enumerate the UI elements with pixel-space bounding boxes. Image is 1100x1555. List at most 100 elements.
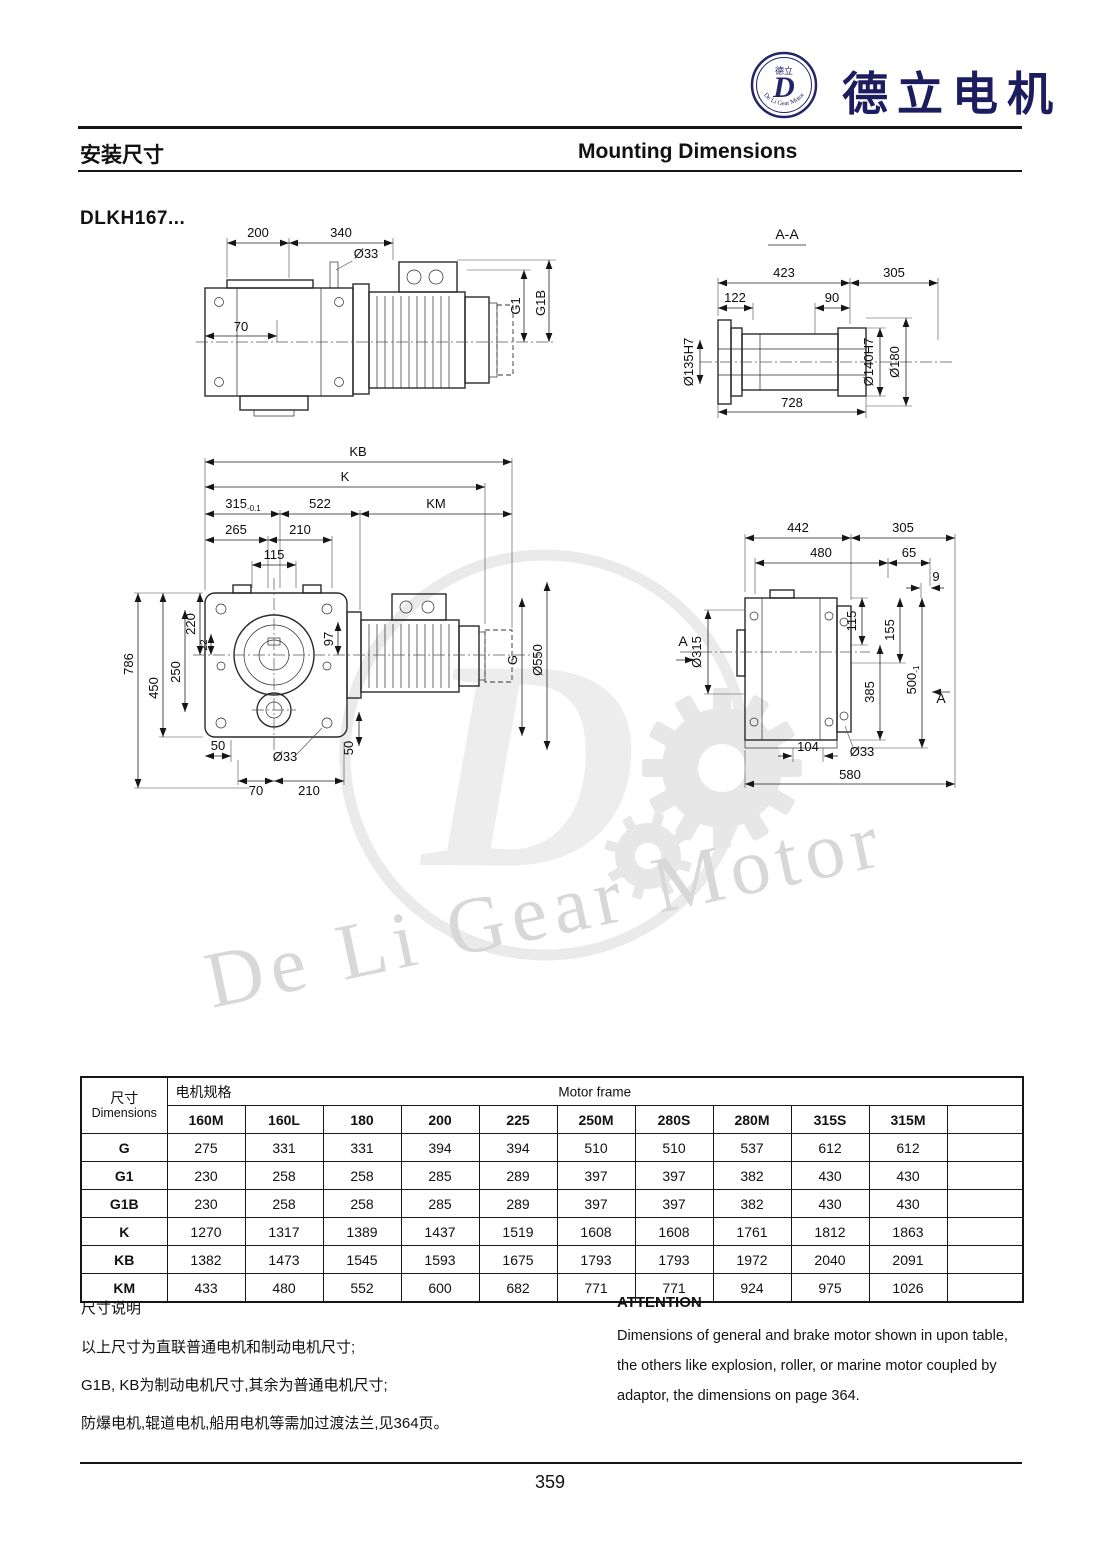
notes-en: ATTENTION Dimensions of general and brak… — [617, 1294, 1027, 1418]
dim-label: 315-0.1 — [225, 496, 261, 513]
notes-en-line: Dimensions of general and brake motor sh… — [617, 1328, 1008, 1344]
dim-value: 394 — [478, 1133, 558, 1162]
mounting-flange — [836, 605, 852, 733]
dim-value: 382 — [712, 1189, 792, 1218]
dim-label: KB — [349, 444, 366, 459]
dim-value: 1593 — [400, 1245, 480, 1274]
notes-en-title: ATTENTION — [617, 1294, 702, 1311]
dim-label: 265 — [225, 522, 247, 537]
dim-label: 122 — [724, 290, 746, 305]
dim-label: 250 — [168, 661, 183, 683]
dim-label: 210 — [298, 783, 320, 798]
dim-label: 580 — [839, 767, 861, 782]
page-number: 359 — [534, 1472, 566, 1492]
dim-value: 397 — [556, 1189, 636, 1218]
logo-cn-small: 德立 — [775, 65, 793, 76]
title-divider — [78, 170, 1022, 172]
empty-cell — [946, 1133, 1024, 1162]
empty-cell — [946, 1273, 1024, 1303]
table-header-row-1: 尺寸 Dimensions 电机规格 Motor frame — [80, 1076, 1024, 1134]
motor-spec-zh: 电机规格 — [175, 1083, 232, 1100]
dim-value: 430 — [868, 1161, 948, 1190]
notes-zh-line: 防爆电机,辊道电机,船用电机等需加过渡法兰,见364页。 — [81, 1415, 449, 1432]
dim-value: 397 — [634, 1161, 714, 1190]
terminal-box — [398, 261, 458, 293]
dim-value: 552 — [322, 1273, 402, 1303]
dim-label: G — [505, 655, 520, 665]
frame-header: 160M — [166, 1105, 246, 1134]
dim-label: 70 — [249, 783, 263, 798]
dim-row-label: KB — [80, 1245, 168, 1274]
dim-value: 394 — [400, 1133, 480, 1162]
terminal-box — [391, 593, 447, 621]
dim-label: 442 — [787, 520, 809, 535]
dim-value: 1793 — [634, 1245, 714, 1274]
notes-zh: 尺寸说明 以上尺寸为直联普通电机和制动电机尺寸; G1B, KB为制动电机尺寸,… — [81, 1297, 581, 1450]
dim-label: 522 — [309, 496, 331, 511]
notes-zh-title: 尺寸说明 — [81, 1300, 142, 1317]
dim-value: 382 — [712, 1161, 792, 1190]
dim-label: 385 — [862, 681, 877, 703]
dim-value: 397 — [556, 1161, 636, 1190]
section-title: A-A — [775, 226, 799, 242]
dim-value: 1761 — [712, 1217, 792, 1246]
dim-value: 285 — [400, 1189, 480, 1218]
dim-value: 1812 — [790, 1217, 870, 1246]
dim-label: 155 — [882, 619, 897, 641]
dim-label: Ø33 — [354, 246, 379, 261]
dim-row-label: K — [80, 1217, 168, 1246]
dim-label: 70 — [234, 319, 248, 334]
dim-value: 275 — [166, 1133, 246, 1162]
dim-value: 230 — [166, 1161, 246, 1190]
dim-value: 480 — [244, 1273, 324, 1303]
dim-label: Ø33 — [850, 744, 875, 759]
section-label-a: A — [936, 690, 946, 706]
dim-value: 430 — [790, 1189, 870, 1218]
frame-header: 160L — [244, 1105, 324, 1134]
dim-value: 1675 — [478, 1245, 558, 1274]
dim-value: 975 — [790, 1273, 870, 1303]
logo-ring-outer — [750, 51, 818, 119]
page-title-en: Mounting Dimensions — [578, 140, 798, 163]
dim-label: 9 — [932, 569, 939, 584]
brake-extension-dashed — [496, 304, 514, 376]
dim-label: 305 — [883, 265, 905, 280]
dim-value: 771 — [556, 1273, 636, 1303]
dim-value: 510 — [556, 1133, 636, 1162]
dim-label: 423 — [773, 265, 795, 280]
notes-zh-line: 以上尺寸为直联普通电机和制动电机尺寸; — [81, 1339, 356, 1356]
dim-label: 728 — [781, 395, 803, 410]
watermark-monogram: D — [417, 598, 638, 930]
motor-flange — [352, 283, 370, 395]
dim-value: 289 — [478, 1161, 558, 1190]
dim-value: 1519 — [478, 1217, 558, 1246]
dim-value: 510 — [634, 1133, 714, 1162]
footer-divider — [80, 1462, 1022, 1464]
page-title-zh: 安装尺寸 — [80, 144, 164, 167]
dim-label: 340 — [330, 225, 352, 240]
dim-value: 1608 — [634, 1217, 714, 1246]
dim-value: 2040 — [790, 1245, 870, 1274]
dim-label: 97 — [321, 632, 336, 646]
dim-label: G1B — [533, 290, 548, 316]
empty-cell — [946, 1189, 1024, 1218]
dim-row-label: G1 — [80, 1161, 168, 1190]
dim-value: 612 — [790, 1133, 870, 1162]
dim-label: 786 — [121, 653, 136, 675]
dim-value: 1382 — [166, 1245, 246, 1274]
dim-label: K — [341, 469, 350, 484]
dim-value: 612 — [868, 1133, 948, 1162]
dim-value: 600 — [400, 1273, 480, 1303]
corner-header-zh: 尺寸 — [110, 1089, 139, 1106]
table-header-row-2: 160M 160L 180 200 225 250M 280S 280M 315… — [81, 1105, 1024, 1134]
dim-value: 433 — [166, 1273, 246, 1303]
dim-value: 771 — [634, 1273, 714, 1303]
header-divider — [78, 126, 1022, 129]
dim-value: 430 — [790, 1161, 870, 1190]
table-row: K 1270 1317 1389 1437 1519 1608 1608 176… — [80, 1217, 1024, 1246]
empty-cell — [946, 1161, 1024, 1190]
table-row: KB 1382 1473 1545 1593 1675 1793 1793 19… — [80, 1245, 1024, 1274]
dim-row-label: G — [80, 1133, 168, 1162]
dim-value: 331 — [322, 1133, 402, 1162]
